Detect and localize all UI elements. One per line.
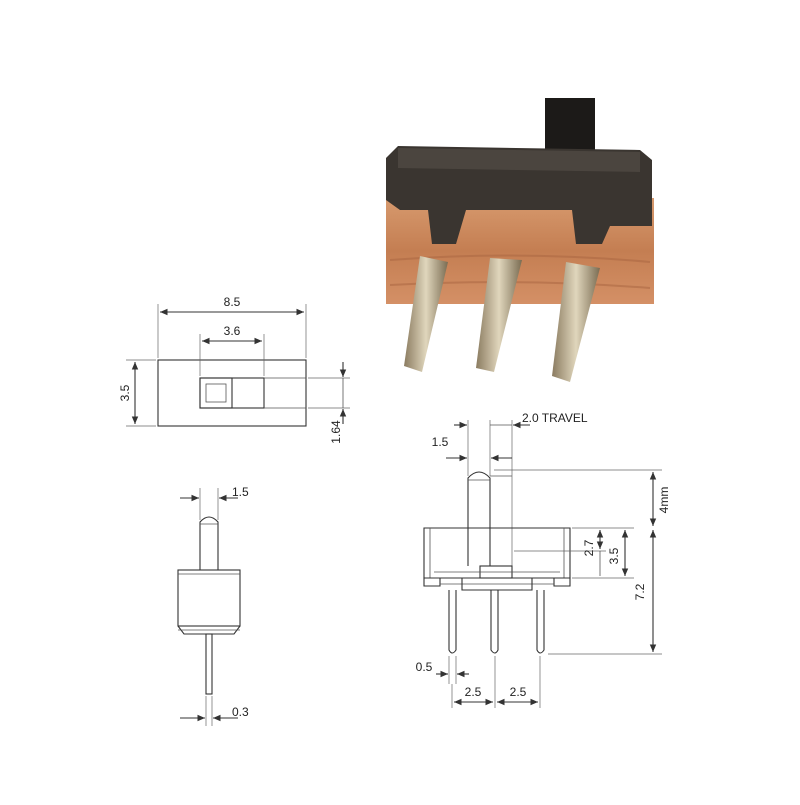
side-pin-left bbox=[448, 590, 457, 654]
side-pitch-right-label: 2.5 bbox=[510, 685, 527, 699]
top-view-body bbox=[157, 359, 307, 427]
dim-height-label: 3.5 bbox=[118, 384, 132, 401]
dim-slot-label: 3.6 bbox=[224, 324, 241, 338]
side-travel-label: 2.0 TRAVEL bbox=[522, 411, 588, 425]
side-pitch-left-label: 2.5 bbox=[465, 685, 482, 699]
side-pin-right bbox=[536, 590, 545, 654]
switch-actuator bbox=[545, 98, 595, 156]
dim-width-label: 8.5 bbox=[224, 295, 241, 309]
front-actuator-width-label: 1.5 bbox=[232, 485, 249, 499]
top-view-knob bbox=[199, 377, 233, 409]
side-pin-center bbox=[490, 590, 499, 654]
side-actuator-height-label: 4mm bbox=[657, 487, 671, 514]
front-actuator bbox=[199, 516, 219, 570]
switch-photo bbox=[386, 98, 654, 382]
front-view-drawing: 1.5 0.3 bbox=[177, 485, 249, 726]
side-body-inner-label: 2.7 bbox=[582, 539, 596, 556]
side-pin-width-label: 0.5 bbox=[416, 660, 433, 674]
dim-actuator-label: 1.64 bbox=[329, 420, 343, 444]
front-pin bbox=[205, 633, 213, 695]
side-total-label: 7.2 bbox=[633, 583, 647, 600]
front-body bbox=[177, 569, 241, 627]
side-actuator-width-label: 1.5 bbox=[432, 435, 449, 449]
switch-pins bbox=[404, 256, 600, 382]
side-body-height-label: 3.5 bbox=[607, 547, 621, 564]
front-pin-width-label: 0.3 bbox=[232, 705, 249, 719]
top-view-drawing: 8.5 3.6 3.5 1.64 bbox=[118, 295, 350, 444]
side-view-drawing: 2.0 TRAVEL 1.5 4mm 7.2 3.5 2.7 0.5 2.5 2… bbox=[416, 411, 671, 708]
side-body bbox=[423, 527, 571, 579]
side-actuator bbox=[467, 471, 491, 566]
